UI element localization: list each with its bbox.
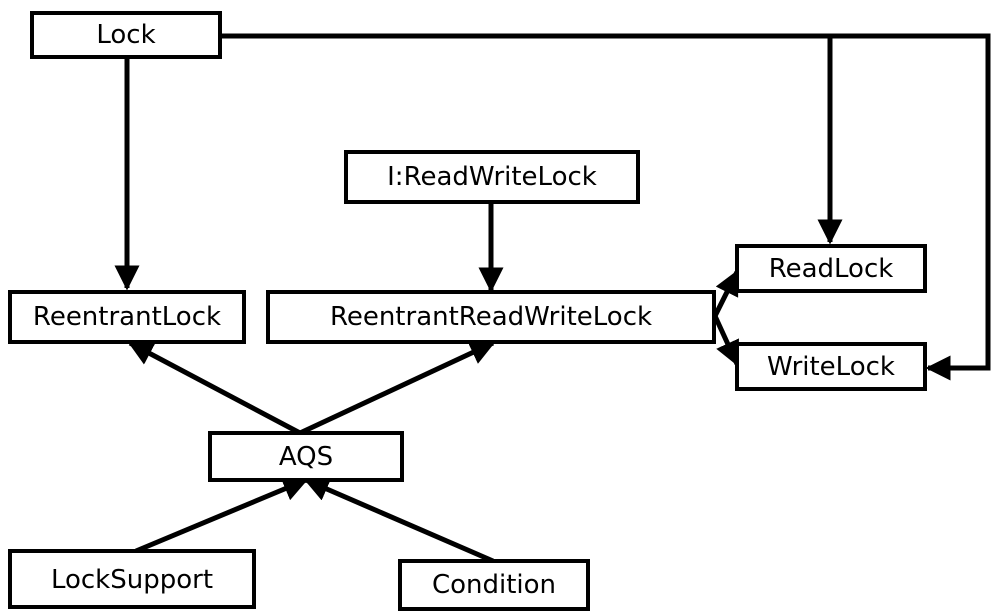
edges — [114, 33, 991, 564]
edge-reentrantreadwritelock-to-readlock — [712, 269, 740, 318]
edge-reentrantreadwritelock-to-writelock — [712, 314, 740, 367]
node-readwritelock-label: I:ReadWriteLock — [387, 162, 597, 192]
edge-condition-to-aqs — [303, 477, 494, 564]
node-condition-label: Condition — [432, 570, 556, 600]
node-lock: Lock — [30, 11, 222, 59]
node-locksupport: LockSupport — [8, 549, 256, 609]
edge-aqs-to-reentrantlock — [127, 340, 302, 436]
edge-aqs-to-reentrantreadwritelock — [298, 340, 496, 436]
node-reentrantlock-label: ReentrantLock — [33, 302, 221, 332]
node-readwritelock: I:ReadWriteLock — [344, 150, 640, 204]
node-reentrantreadwritelock: ReentrantReadWriteLock — [266, 290, 716, 344]
node-readlock: ReadLock — [735, 244, 927, 293]
node-lock-label: Lock — [96, 20, 155, 50]
edge-locksupport-to-aqs — [135, 477, 309, 554]
node-reentrantreadwritelock-label: ReentrantReadWriteLock — [330, 302, 652, 332]
edge-lock-to-writelock — [830, 33, 991, 381]
node-reentrantlock: ReentrantLock — [8, 290, 246, 344]
node-writelock: WriteLock — [735, 342, 927, 391]
node-writelock-label: WriteLock — [767, 352, 895, 382]
node-locksupport-label: LockSupport — [51, 565, 213, 595]
node-condition: Condition — [398, 559, 590, 611]
node-readlock-label: ReadLock — [769, 254, 894, 284]
node-aqs: AQS — [208, 431, 404, 482]
edge-lock-to-readlock — [220, 33, 843, 245]
node-aqs-label: AQS — [279, 442, 333, 472]
